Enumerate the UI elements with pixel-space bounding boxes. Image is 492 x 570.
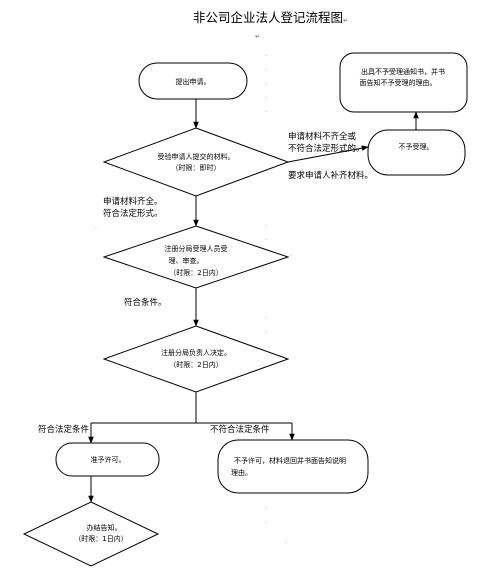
complete-label-line1: 申请材料齐全。 [103, 196, 163, 207]
complete-label-line2: 符合法定形式。 [103, 208, 163, 219]
incomplete-label-line1: 申请材料不齐全或 [288, 131, 357, 142]
svg-text:·: · [265, 67, 267, 74]
notify-line1: 办结告知。 [87, 523, 122, 532]
registration-review-line1: 注册分局受理人员受 [165, 244, 228, 253]
bureau-chief-decision-line2: （时限：2日内） [169, 360, 222, 369]
svg-text:·: · [265, 505, 267, 512]
not-accepted-notice-node: 出具不予受理通知书，并书 面告知不予受理的理由。 [339, 52, 468, 113]
request-supplement-label: 要求申请人补齐材料。 [288, 170, 373, 181]
decision-branch-connector [88, 392, 295, 444]
review-materials-label-line2: （时限：即时） [172, 163, 221, 172]
svg-text:·: · [265, 520, 267, 527]
svg-text:·: · [265, 223, 267, 230]
svg-text:·: · [265, 81, 267, 88]
paragraph-mark: ↵ [255, 33, 260, 40]
review-materials-node: 受验申请人提交的材料。 （时限：即时） [102, 127, 290, 197]
bureau-chief-decision-node: 注册分局负责人决定。 （时限：2日内） [102, 325, 290, 393]
incomplete-label-line2: 不符合法定形式的。 [288, 143, 365, 154]
svg-text:·: · [95, 225, 97, 232]
submit-application-node: 提出申请。 [138, 62, 248, 100]
svg-text:·: · [265, 109, 267, 116]
deny-permit-line2: 理由。 [231, 468, 252, 477]
registration-review-line2: 理、审查。 [169, 256, 204, 265]
not-accepted-node: 不予受理。 [367, 129, 466, 176]
svg-text:·: · [265, 237, 267, 244]
notify-node: 办结告知。 （时限：1日内） [22, 501, 160, 567]
grant-permit-label: 准予许可。 [91, 455, 126, 464]
not-accepted-notice-line2: 面告知不予受理的理由。 [360, 78, 437, 87]
diagram-title: 非公司企业法人登记流程图 [193, 10, 343, 25]
svg-text:·: · [150, 535, 152, 542]
not-accepted-notice-line1: 出具不予受理通知书，并书 [361, 67, 445, 76]
svg-text:·: · [265, 329, 267, 336]
arrow-review-to-not-accepted [287, 145, 369, 163]
not-accepted-label: 不予受理。 [399, 142, 434, 151]
registration-review-node: 注册分局受理人员受 理、审查。 （时限：2日内） [102, 225, 290, 289]
submit-application-label: 提出申请。 [176, 77, 211, 86]
svg-text:·: · [265, 53, 267, 60]
deny-permit-line1: 不予许可，材料退回并书面告知说明 [234, 456, 346, 465]
bureau-chief-decision-line1: 注册分局负责人决定。 [161, 348, 231, 357]
registration-review-line3: （时限：2日内） [169, 268, 222, 277]
svg-text:·: · [285, 540, 287, 547]
fails-legal-conditions-label: 不符合法定条件 [210, 424, 270, 435]
grant-permit-node: 准予许可。 [55, 442, 160, 477]
paragraph-mark: ↵ [343, 17, 348, 24]
review-materials-label-line1: 受验申请人提交的材料。 [158, 152, 235, 161]
notify-line2: （时限：1日内） [74, 534, 127, 543]
deny-permit-node: 不予许可，材料退回并书面告知说明 理由。 [217, 439, 369, 494]
svg-text:·: · [265, 95, 267, 102]
svg-text:·: · [265, 315, 267, 322]
svg-text:·: · [290, 253, 292, 260]
meets-legal-conditions-label: 符合法定条件 [38, 424, 90, 435]
meets-conditions-label: 符合条件。 [124, 297, 167, 308]
